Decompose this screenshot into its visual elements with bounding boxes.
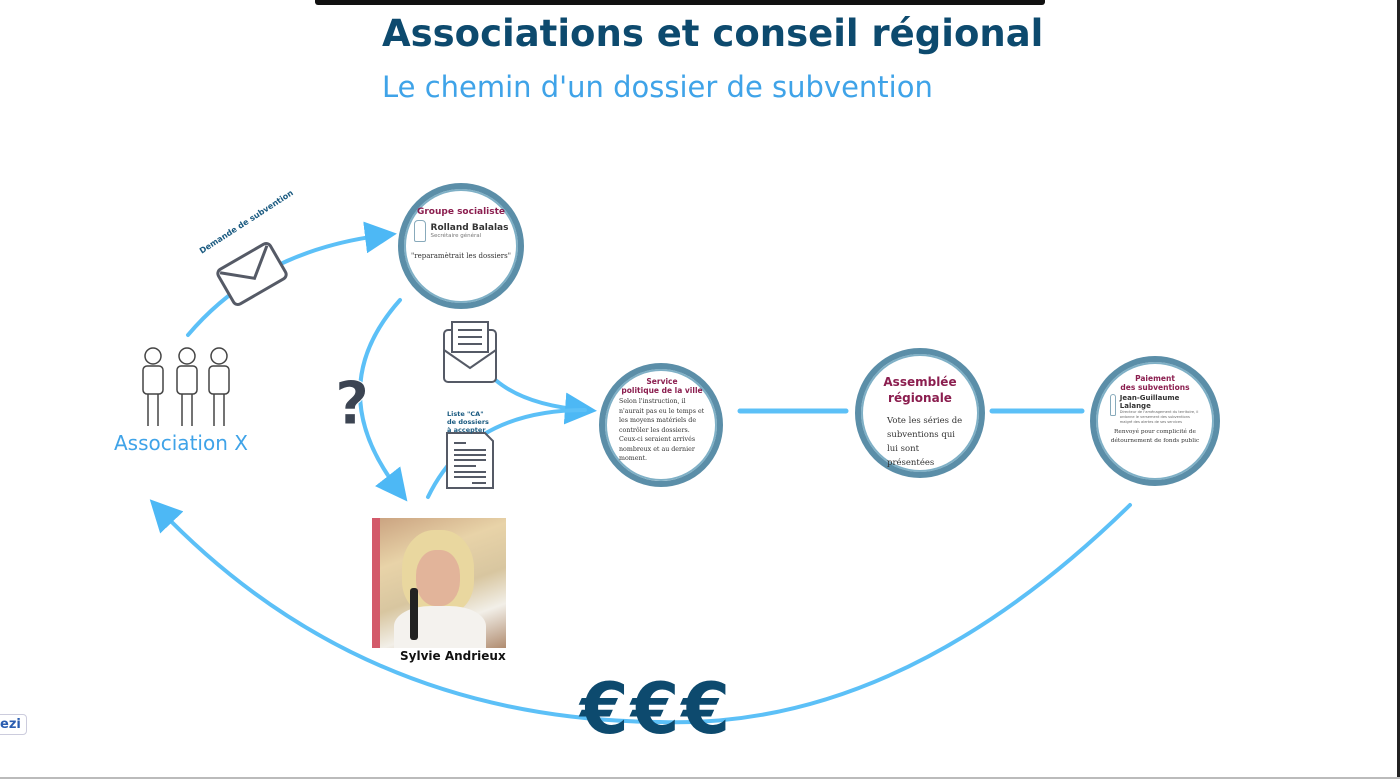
sylvie-andrieux-photo: [372, 518, 506, 648]
arrow-groupe-to-andrieux: [358, 298, 408, 502]
groupe-role: Secrétaire général: [430, 233, 482, 239]
groupe-quote: "reparamètrait les dossiers": [411, 252, 511, 260]
person-icon: [1110, 394, 1116, 416]
open-envelope-icon: [443, 321, 497, 383]
association-people-icon: [142, 347, 230, 426]
groupe-title: Groupe socialiste: [416, 207, 506, 217]
service-text: Selon l'instruction, il n'aurait pas eu …: [619, 398, 705, 462]
paiement-role: Directeur de l'aménagement du territoire…: [1119, 410, 1199, 424]
groupe-socialiste-node[interactable]: Groupe socialiste Rolland Balalas Secrét…: [398, 183, 524, 309]
euro-symbols: €€€: [580, 668, 733, 750]
groupe-name: Rolland Balalas: [430, 223, 509, 233]
window-edge-bottom: [0, 777, 1400, 779]
question-mark-icon: ?: [334, 369, 370, 440]
assemblee-text: Vote les séries de subventions qui lui s…: [887, 416, 963, 468]
arrow-list-to-service: [426, 408, 587, 499]
arrow-payment-back-to-assoc: [149, 499, 1132, 725]
envelope-icon: [216, 242, 288, 306]
document-icon: [446, 432, 494, 489]
slide-subtitle: Le chemin d'un dossier de subvention: [382, 70, 933, 104]
window-edge: [1397, 0, 1400, 779]
association-label: Association X: [114, 431, 248, 455]
arrow-assoc-to-groupe: [186, 221, 397, 337]
slide-title: Associations et conseil régional: [382, 12, 1044, 55]
photo-caption: Sylvie Andrieux: [400, 649, 506, 663]
svg-text:?: ?: [335, 369, 370, 439]
paiement-text: Renvoyé pour complicité de détournement …: [1110, 429, 1200, 444]
arrow-envelope-to-service: [488, 373, 597, 425]
paiement-name: Jean-Guillaume Lalange: [1119, 394, 1180, 410]
person-icon: [413, 220, 426, 242]
top-toolbar-edge: [315, 0, 1045, 5]
prezi-badge[interactable]: ezi: [0, 714, 27, 735]
